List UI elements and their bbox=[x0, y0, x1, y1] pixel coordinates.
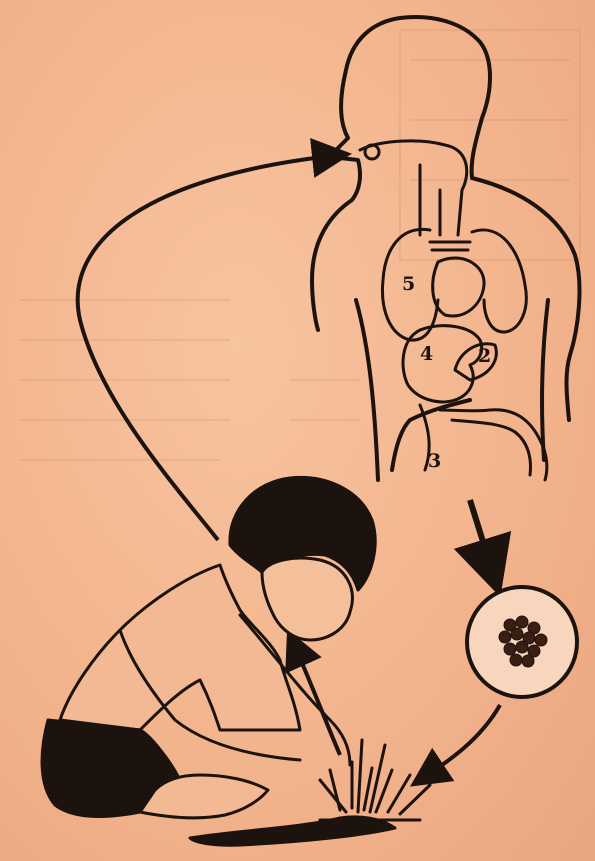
arrow-to-egg bbox=[470, 500, 495, 580]
right-arm-line bbox=[542, 300, 548, 460]
arrow-egg-to-ground bbox=[420, 705, 500, 780]
background-print-texture bbox=[20, 30, 580, 460]
grass-tuft-icon bbox=[320, 740, 430, 820]
boy-face bbox=[262, 558, 352, 640]
organ-label-liver: 2 bbox=[478, 345, 491, 367]
heart-vessels bbox=[430, 242, 470, 250]
heart bbox=[433, 258, 484, 316]
mouth-opening bbox=[365, 145, 379, 159]
arrow-ground-to-boy-mouth bbox=[292, 640, 340, 755]
stomach bbox=[403, 326, 482, 402]
organ-label-intestine: 3 bbox=[428, 450, 441, 472]
internal-organs bbox=[360, 141, 547, 480]
boy-figure bbox=[42, 477, 395, 845]
organ-label-lungs: 5 bbox=[402, 273, 415, 295]
parasite-egg-circle bbox=[467, 587, 577, 697]
throat bbox=[360, 141, 467, 235]
right-lung bbox=[472, 230, 526, 332]
organ-label-stomach: 4 bbox=[420, 343, 433, 365]
torso-outline bbox=[312, 17, 579, 420]
left-arm-line bbox=[356, 300, 378, 480]
